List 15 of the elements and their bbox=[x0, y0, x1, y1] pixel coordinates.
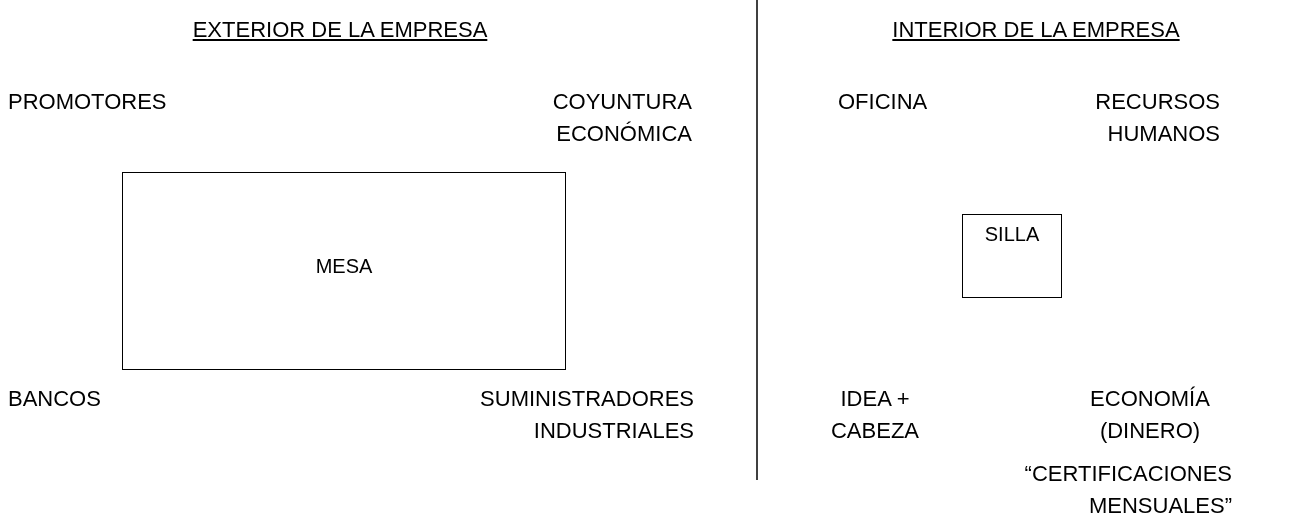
factor-label: RECURSOS HUMANOS bbox=[1094, 88, 1220, 148]
box-label: SILLA bbox=[984, 223, 1040, 245]
factor-label: ECONOMÍA (DINERO) bbox=[1089, 385, 1211, 445]
factor-label: OFICINA bbox=[838, 88, 929, 116]
chair-box bbox=[962, 214, 1062, 298]
factor-label: BANCOS bbox=[8, 385, 102, 413]
section-heading: EXTERIOR DE LA EMPRESA bbox=[191, 16, 489, 44]
table-box bbox=[122, 172, 566, 370]
factor-label: IDEA + CABEZA bbox=[830, 385, 920, 445]
factor-label: COYUNTURA ECONÓMICA bbox=[551, 88, 692, 148]
box-label: MESA bbox=[315, 255, 373, 277]
factor-label: SUMINISTRADORES INDUSTRIALES bbox=[479, 385, 694, 445]
note-text: “CERTIFICACIONES MENSUALES” bbox=[1023, 460, 1232, 520]
factor-label: PROMOTORES bbox=[8, 88, 168, 116]
section-heading: INTERIOR DE LA EMPRESA bbox=[891, 16, 1181, 44]
